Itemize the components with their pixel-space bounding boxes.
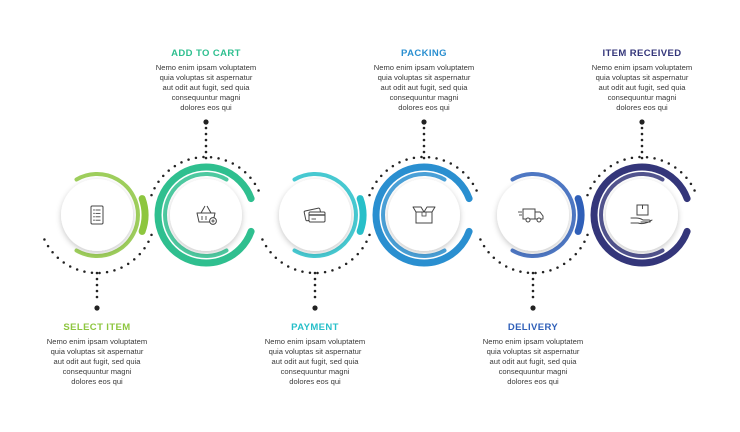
step-ring-1	[138, 195, 149, 235]
credit-card-icon	[303, 207, 326, 223]
step-inner-arc-4	[381, 172, 447, 258]
description-line: Nemo enim ipsam voluptatem	[46, 337, 148, 346]
description-line: dolores eos qui	[507, 377, 559, 386]
description-line: Nemo enim ipsam voluptatem	[591, 63, 693, 72]
step-disc-4	[388, 179, 460, 251]
basket-icon	[196, 205, 217, 225]
step-label-3: PAYMENT	[291, 322, 339, 333]
connector-dots-5	[530, 271, 536, 311]
description-line: Nemo enim ipsam voluptatem	[264, 337, 366, 346]
box-icon	[412, 206, 436, 224]
description-line: quia voluptas sit aspernatur	[50, 347, 144, 356]
truck-icon	[518, 208, 544, 223]
description-line: consequuntur magni	[607, 93, 677, 102]
description-line: quia voluptas sit aspernatur	[159, 73, 253, 82]
step-ring-3	[356, 195, 367, 235]
description-line: aut odit aut fugit, sed quia	[162, 83, 250, 92]
description-line: aut odit aut fugit, sed quia	[598, 83, 686, 92]
dotted-outline-2	[150, 155, 260, 197]
description-line: Nemo enim ipsam voluptatem	[155, 63, 257, 72]
description-line: Nemo enim ipsam voluptatem	[482, 337, 584, 346]
step-label-6: ITEM RECEIVED	[602, 48, 682, 59]
dotted-outline-6	[586, 155, 696, 197]
step-inner-arc-5	[510, 172, 576, 258]
description-line: dolores eos qui	[398, 103, 450, 112]
step-ring-4	[372, 163, 473, 267]
step-ring-5	[574, 195, 585, 235]
step-inner-arc-3	[292, 172, 358, 258]
description-line: dolores eos qui	[289, 377, 341, 386]
description-line: consequuntur magni	[62, 367, 132, 376]
connector-dots-2	[203, 119, 209, 160]
description-line: quia voluptas sit aspernatur	[377, 73, 471, 82]
step-label-1: SELECT ITEM	[63, 322, 131, 333]
step-label-2: ADD TO CART	[171, 48, 241, 59]
connector-dots-4	[421, 119, 427, 160]
description-line: aut odit aut fugit, sed quia	[53, 357, 141, 366]
description-line: consequuntur magni	[389, 93, 459, 102]
step-label-4: PACKING	[401, 48, 447, 59]
description-line: dolores eos qui	[71, 377, 123, 386]
step-inner-arc-2	[163, 172, 229, 258]
description-line: aut odit aut fugit, sed quia	[489, 357, 577, 366]
description-line: consequuntur magni	[280, 367, 350, 376]
description-line: aut odit aut fugit, sed quia	[271, 357, 359, 366]
connector-dots-3	[312, 271, 318, 311]
step-inner-arc-1	[74, 172, 140, 258]
dotted-outline-3	[261, 233, 371, 275]
list-icon	[90, 205, 104, 225]
description-line: consequuntur magni	[171, 93, 241, 102]
description-line: quia voluptas sit aspernatur	[595, 73, 689, 82]
description-line: Nemo enim ipsam voluptatem	[373, 63, 475, 72]
description-line: quia voluptas sit aspernatur	[268, 347, 362, 356]
description-line: quia voluptas sit aspernatur	[486, 347, 580, 356]
step-inner-arc-6	[599, 172, 665, 258]
package-in-hand-icon	[630, 204, 653, 225]
connector-dots-6	[639, 119, 645, 160]
step-disc-1	[61, 179, 133, 251]
dotted-outline-1	[43, 233, 153, 275]
step-disc-5	[497, 179, 569, 251]
description-line: dolores eos qui	[180, 103, 232, 112]
description-line: dolores eos qui	[616, 103, 668, 112]
connector-dots-1	[94, 271, 100, 311]
step-ring-6	[590, 163, 691, 267]
dotted-outline-4	[368, 155, 478, 197]
description-line: aut odit aut fugit, sed quia	[380, 83, 468, 92]
step-disc-2	[170, 179, 242, 251]
description-line: consequuntur magni	[498, 367, 568, 376]
step-label-5: DELIVERY	[507, 322, 559, 333]
step-ring-2	[154, 163, 255, 267]
dotted-outline-5	[479, 233, 589, 275]
